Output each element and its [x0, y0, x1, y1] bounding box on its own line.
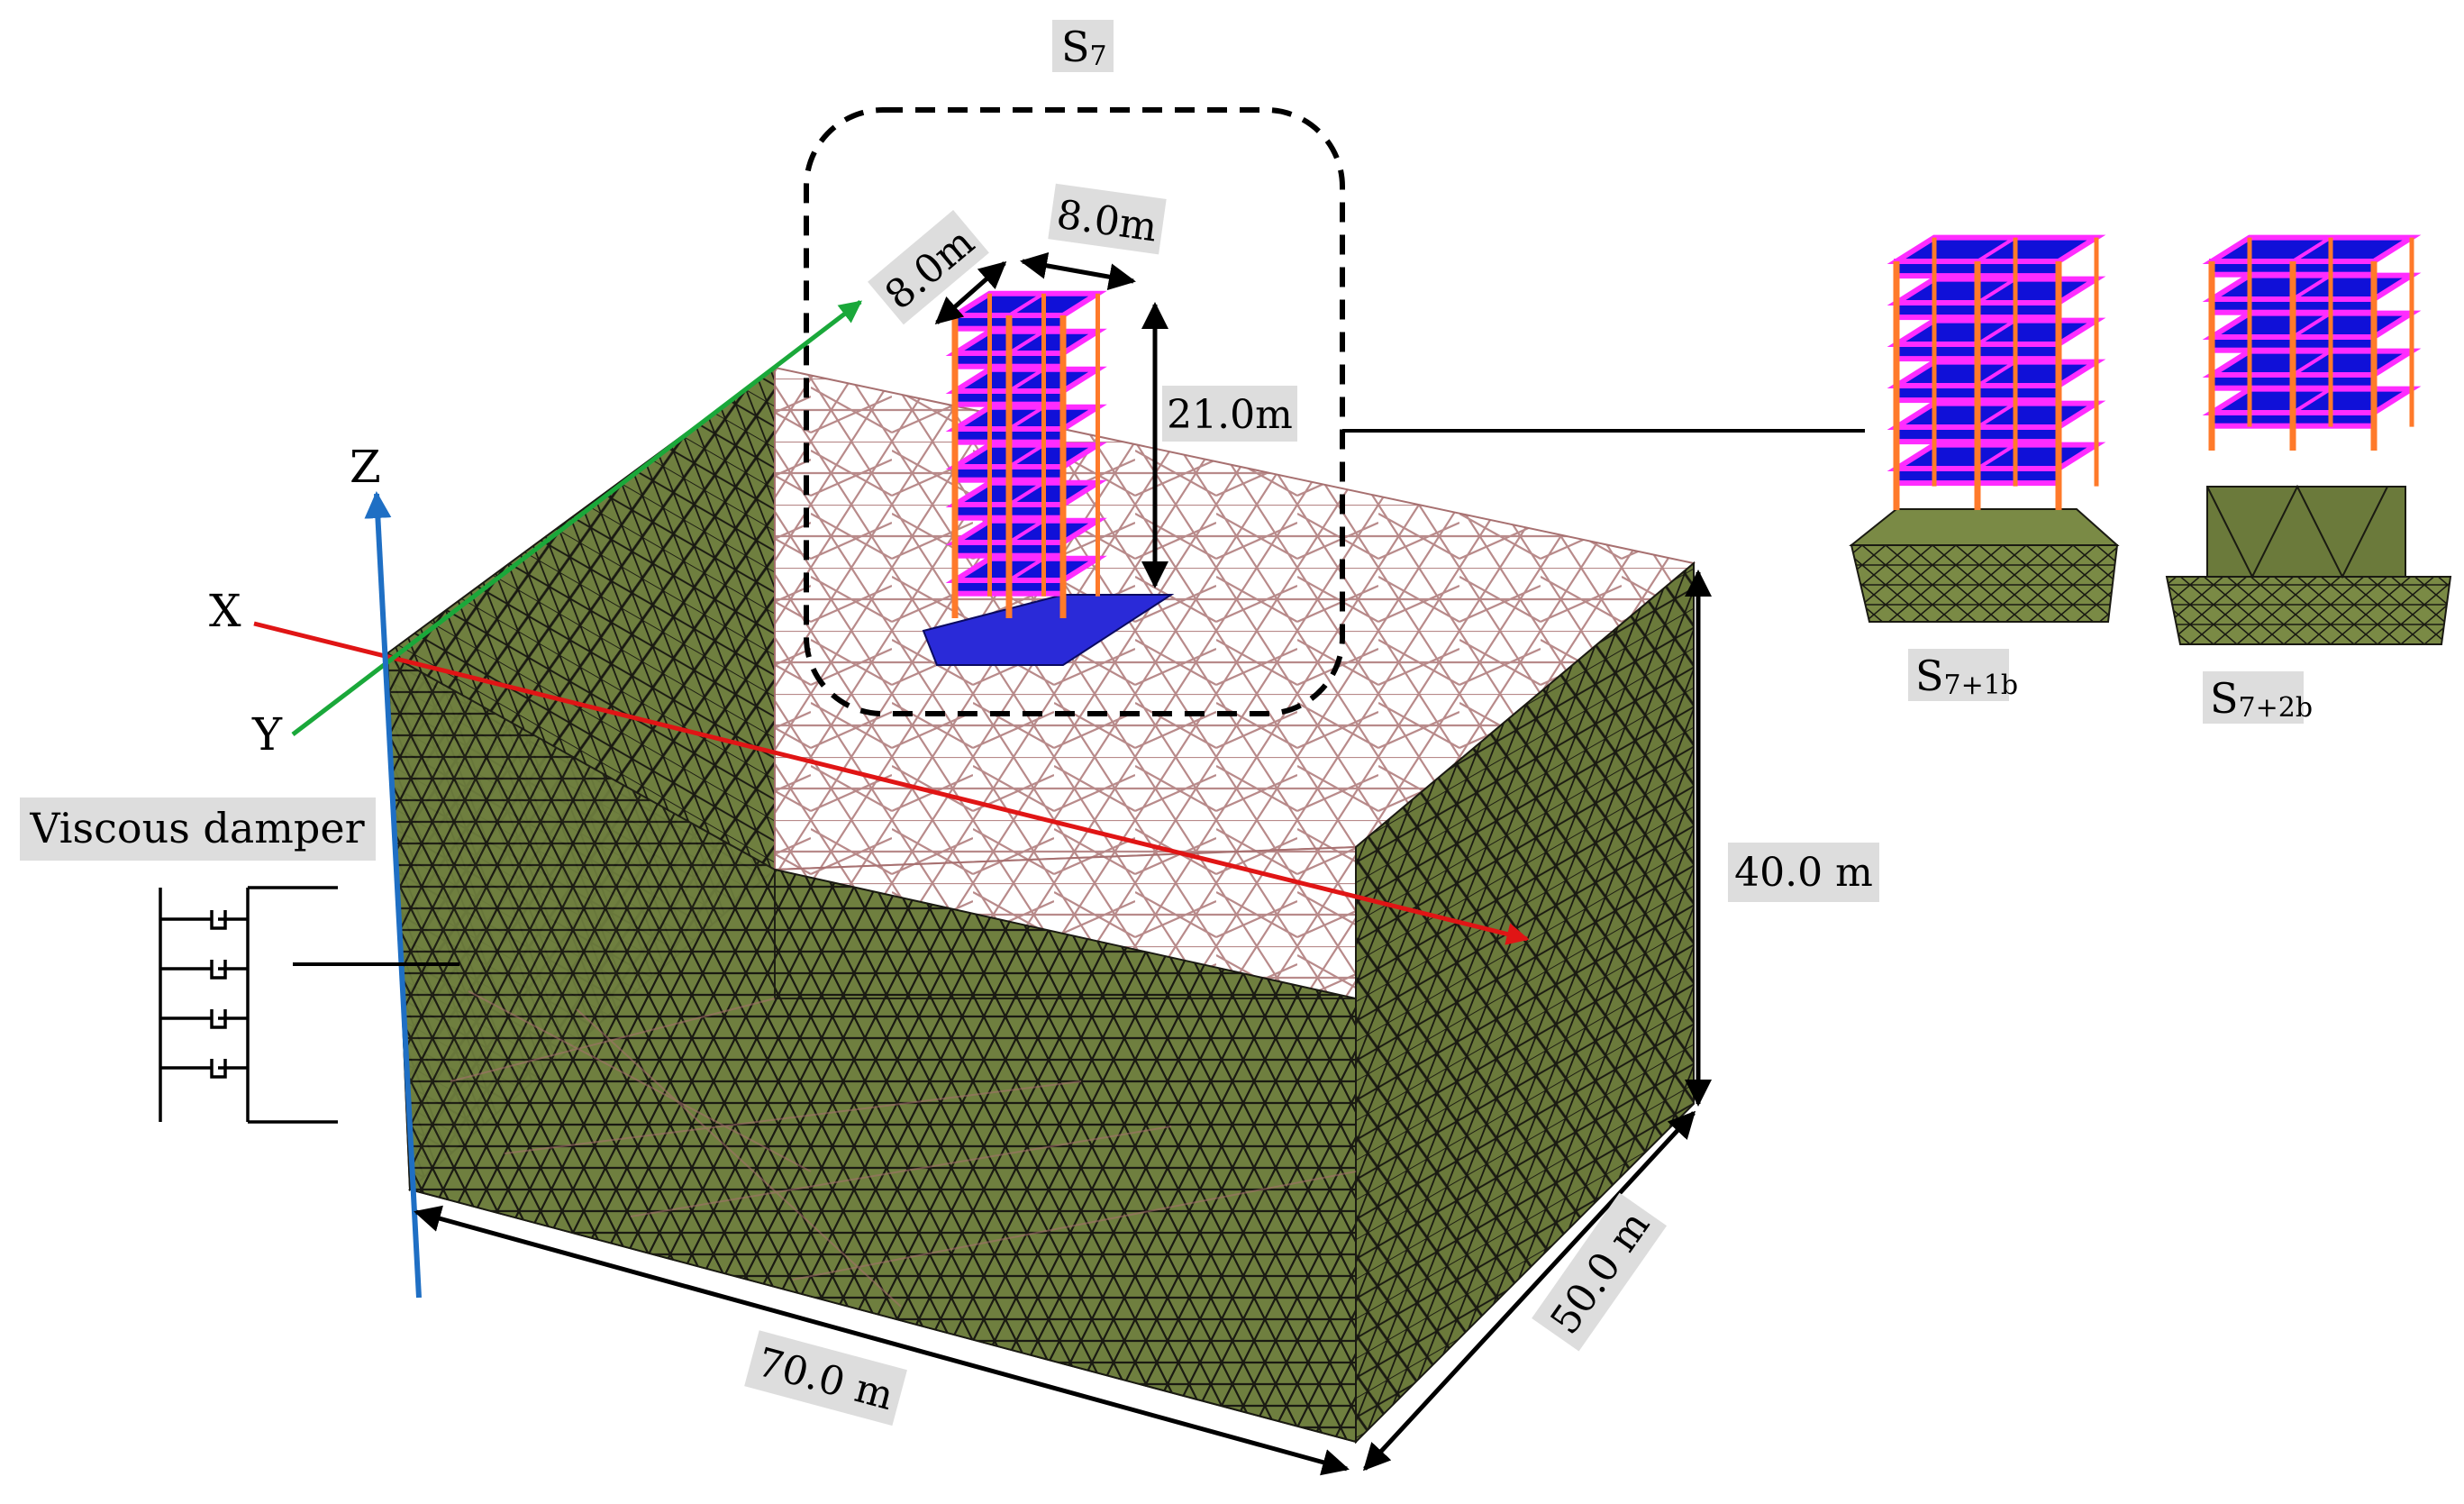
s7-beam-mid — [1007, 406, 1045, 431]
axis-z-line — [364, 491, 422, 1299]
label-dim-21: 21.0m — [1162, 386, 1297, 442]
label-dim-8-top: 8.0m — [1048, 183, 1167, 255]
s7-1b-beam-mid — [1976, 401, 2017, 429]
s7-beam-mid — [1007, 330, 1045, 355]
damper-element — [160, 1009, 248, 1029]
s7-beam-mid — [1007, 368, 1045, 393]
dim-50-arrow — [1362, 1110, 1696, 1472]
s7-2b-beam-mid — [2291, 235, 2332, 263]
foundation-slab — [922, 594, 1175, 666]
svg-text:21.0m: 21.0m — [1167, 392, 1293, 438]
axis-y-label: Y — [251, 708, 283, 761]
building-s7-2b — [2165, 234, 2452, 645]
label-s7-1b: S7+1b — [1908, 649, 2018, 701]
s7-beam-mid — [1007, 443, 1045, 469]
axes: X Y Z — [209, 300, 1530, 1299]
s7-beam-mid — [1007, 292, 1045, 317]
dimensions — [414, 251, 1712, 1476]
damper-element — [160, 910, 248, 930]
dim-8-top-arrow — [1020, 251, 1136, 291]
s7-1b-beam-mid — [1976, 235, 2017, 263]
s7-1b-soil-base — [1850, 544, 2119, 623]
dim-70-arrow — [414, 1205, 1350, 1476]
s7-1b-beam-mid — [1976, 360, 2017, 387]
soil-internal-mesh — [450, 990, 1357, 1308]
axis-z-label: Z — [350, 441, 381, 493]
svg-text:S7: S7 — [1061, 23, 1107, 72]
s7-2b-soil-base — [2165, 576, 2452, 645]
s7-beam-mid — [1007, 519, 1045, 544]
axis-x-line — [253, 621, 1530, 945]
svg-text:Viscous damper: Viscous damper — [29, 804, 364, 852]
svg-text:S7+1b: S7+1b — [1915, 652, 2018, 701]
s7-1b-beam-mid — [1976, 318, 2017, 346]
s7-beam-mid — [1007, 481, 1045, 506]
svg-text:40.0 m: 40.0 m — [1734, 850, 1873, 896]
svg-text:S7+2b: S7+2b — [2210, 674, 2313, 724]
axis-x-label: X — [209, 585, 241, 637]
label-dim-40: 40.0 m — [1728, 843, 1879, 902]
label-s7: S7 — [1052, 20, 1114, 72]
viscous-damper-symbol — [159, 886, 459, 1124]
label-s7-2b: S7+2b — [2203, 671, 2313, 724]
s7-2b-beam-mid — [2291, 387, 2332, 415]
damper-element — [160, 1059, 248, 1079]
s7-1b-beam-mid — [1976, 277, 2017, 305]
s7-callout-box — [804, 107, 1345, 716]
s7-beam-mid — [1007, 557, 1045, 582]
dim-8-left-arrow — [934, 261, 1007, 324]
s7-2b-beam-mid — [2291, 349, 2332, 377]
building-s7 — [922, 290, 1175, 666]
building-s7-1b — [1849, 234, 2120, 623]
s7-1b-beam-mid — [1976, 442, 2017, 470]
label-viscous-damper: Viscous damper — [20, 798, 376, 861]
s7-2b-beam-mid — [2291, 311, 2332, 339]
label-dim-70: 70.0 m — [744, 1330, 907, 1427]
s7-2b-beam-mid — [2291, 273, 2332, 301]
damper-element — [160, 960, 248, 980]
